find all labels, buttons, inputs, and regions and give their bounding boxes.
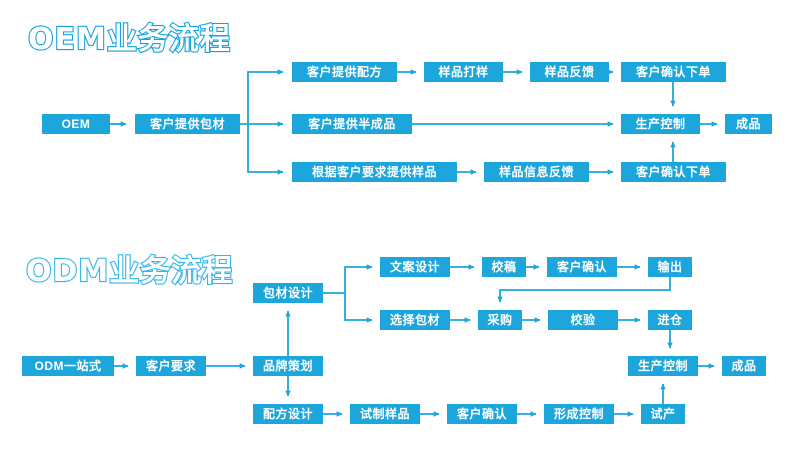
node-odm-one-stop[interactable]: ODM一站式: [22, 356, 114, 376]
node-oem-production-control[interactable]: 生产控制: [621, 114, 700, 134]
node-odm-customer-requirement[interactable]: 客户要求: [136, 356, 206, 376]
node-odm-customer-confirm-top[interactable]: 客户确认: [547, 257, 617, 277]
node-oem-customer-formula[interactable]: 客户提供配方: [292, 62, 397, 82]
section-title-oem: OEM业务流程: [27, 21, 231, 58]
node-odm-copywriting-design[interactable]: 文案设计: [380, 257, 450, 277]
node-odm-customer-confirm-bottom[interactable]: 客户确认: [447, 404, 517, 424]
node-odm-select-packaging[interactable]: 选择包材: [380, 310, 450, 330]
node-odm-form-control[interactable]: 形成控制: [544, 404, 614, 424]
node-oem-sample-info-feedback[interactable]: 样品信息反馈: [484, 162, 589, 182]
node-odm-production-control[interactable]: 生产控制: [628, 356, 698, 376]
node-odm-output[interactable]: 输出: [648, 257, 692, 277]
node-odm-formula-design[interactable]: 配方设计: [253, 404, 323, 424]
node-odm-packaging-design[interactable]: 包材设计: [253, 283, 323, 303]
node-oem-sample-proofing[interactable]: 样品打样: [424, 62, 503, 82]
node-oem-order-confirm-bottom[interactable]: 客户确认下单: [621, 162, 726, 182]
node-odm-proofreading[interactable]: 校稿: [482, 257, 526, 277]
node-oem-start[interactable]: OEM: [42, 114, 110, 134]
node-oem-finished-product[interactable]: 成品: [725, 114, 772, 134]
node-oem-customer-semifinished[interactable]: 客户提供半成品: [292, 114, 412, 134]
node-oem-sample-per-request[interactable]: 根据客户要求提供样品: [292, 162, 457, 182]
node-odm-trial-sample[interactable]: 试制样品: [350, 404, 420, 424]
node-odm-finished-product[interactable]: 成品: [722, 356, 766, 376]
node-odm-pilot-production[interactable]: 试产: [641, 404, 685, 424]
node-oem-order-confirm-top[interactable]: 客户确认下单: [621, 62, 726, 82]
node-odm-purchase[interactable]: 采购: [478, 310, 522, 330]
node-oem-customer-packaging[interactable]: 客户提供包材: [135, 114, 240, 134]
node-odm-inspection[interactable]: 校验: [548, 310, 618, 330]
section-title-odm: ODM业务流程: [25, 253, 234, 290]
node-odm-warehousing[interactable]: 进仓: [648, 310, 692, 330]
node-oem-sample-feedback[interactable]: 样品反馈: [530, 62, 609, 82]
node-odm-brand-planning[interactable]: 品牌策划: [253, 356, 323, 376]
